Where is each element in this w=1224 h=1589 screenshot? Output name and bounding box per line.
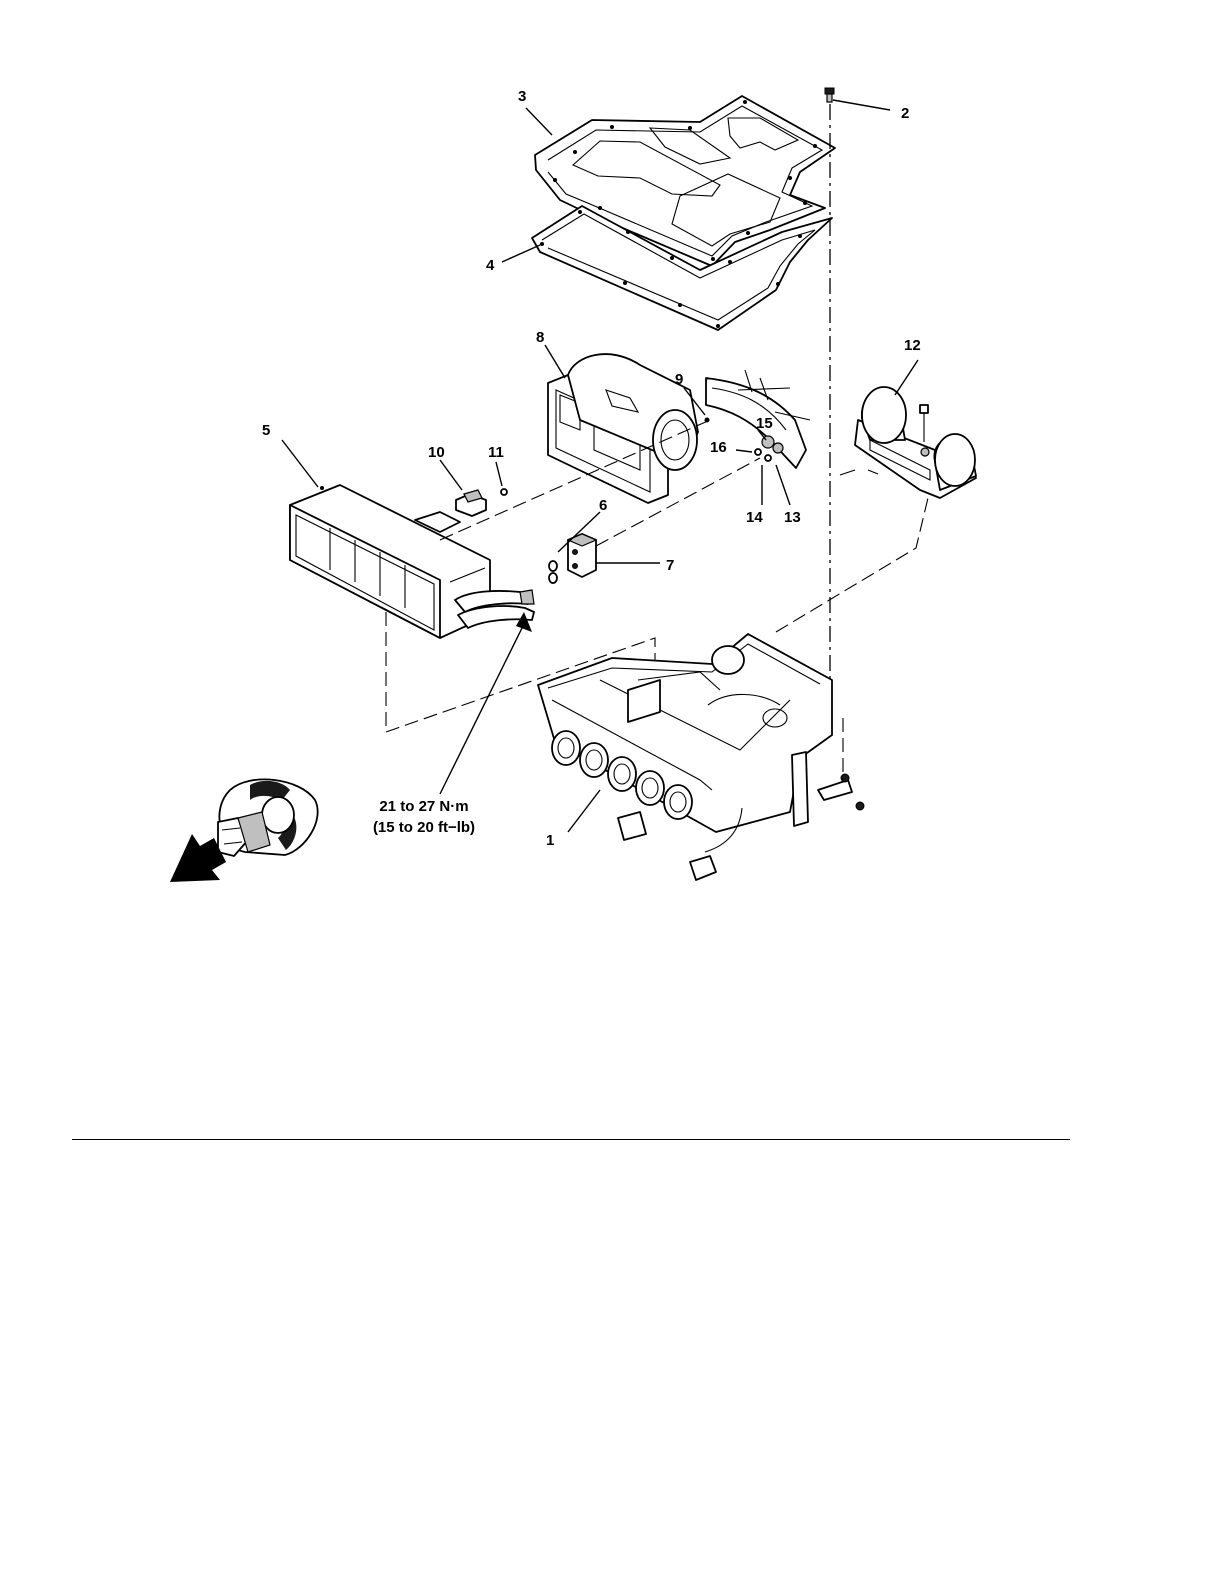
callout-10: 10 [428,444,445,461]
part-7-expansion-valve [568,534,596,577]
callout-16: 16 [710,439,727,456]
callout-7: 7 [666,557,674,574]
part-10-bracket [456,490,486,516]
callout-3: 3 [518,88,526,105]
callout-11: 11 [488,444,504,461]
callout-4: 4 [486,257,495,274]
callout-2: 2 [901,105,909,122]
part-5-evaporator-core [290,485,534,638]
part-11-screw [501,489,507,495]
torque-spec-line2: (15 to 20 ft−lb) [373,819,475,836]
callout-1: 1 [546,832,554,849]
callout-14: 14 [746,509,763,526]
callout-9: 9 [675,371,683,388]
callout-12: 12 [904,337,921,354]
part-12-blower-housing [840,387,976,498]
part-2-screw [825,88,834,102]
callout-15: 15 [756,415,773,432]
vehicle-front-orientation-icon [170,779,318,882]
callout-5: 5 [262,422,270,439]
part-6-o-rings [549,561,557,583]
section-divider-rule [72,1139,1070,1140]
torque-spec-line1: 21 to 27 N·m [379,798,468,815]
callout-13: 13 [784,509,801,526]
callout-6: 6 [599,497,607,514]
callout-8: 8 [536,329,544,346]
part-1-hvac-housing [538,634,864,880]
